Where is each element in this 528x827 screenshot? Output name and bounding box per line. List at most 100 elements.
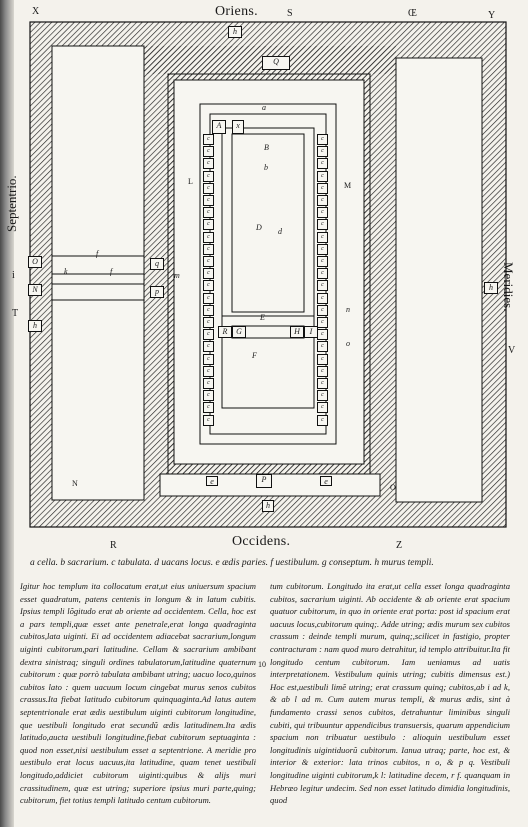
- marker-g: G: [232, 326, 246, 338]
- corner-label-top-right: Y: [488, 10, 496, 21]
- tabulatum-cell: c: [317, 414, 328, 426]
- tabulatum-cell: c: [317, 231, 328, 243]
- tabulatum-cell: c: [203, 341, 214, 353]
- marker-q-top: Q: [262, 56, 290, 70]
- tabulatum-cell: c: [317, 207, 328, 219]
- tabulatum-cell: c: [203, 146, 214, 158]
- tabulatum-cell: c: [317, 195, 328, 206]
- side-right-mark: V: [508, 345, 516, 356]
- tabulatum-cell: c: [203, 292, 214, 304]
- label-B: B: [264, 143, 269, 152]
- tabulatum-cell: c: [203, 304, 214, 316]
- label-M: M: [344, 181, 352, 190]
- text-column-right: tum cubitorum. Longitudo ita erat,ut cel…: [270, 580, 510, 825]
- marker-r: R: [218, 326, 232, 338]
- tabulatum-cell: c: [203, 243, 214, 255]
- label-F: F: [252, 351, 257, 360]
- tabulatum-cell: c: [317, 365, 328, 377]
- corner-label-bottom-right: Z: [396, 540, 403, 551]
- label-O-right: O: [390, 483, 396, 492]
- marker-i-inner: I: [304, 326, 318, 338]
- tabulatum-cell: c: [203, 158, 214, 170]
- marker-o-left: O: [28, 256, 42, 268]
- tabulatum-cell: c: [317, 317, 328, 328]
- label-E: E: [260, 313, 265, 322]
- marker-h-inner: H: [290, 326, 304, 338]
- corner-label-top-mid: S: [287, 8, 293, 19]
- tabulatum-cell: c: [317, 268, 328, 280]
- marker-p-bottom: P: [256, 474, 272, 488]
- page-binding-edge: [0, 0, 14, 827]
- figure-legend: a cella. b sacrarium. c tabulata. d uaca…: [30, 558, 434, 568]
- tabulatum-cell: c: [317, 329, 328, 341]
- tabulatum-cell: c: [317, 292, 328, 304]
- marker-h-right: h: [484, 282, 498, 294]
- marker-p-small: p: [150, 286, 164, 298]
- marker-x-inner: x: [232, 120, 244, 134]
- label-f1: f: [96, 249, 99, 258]
- tabulatum-cell: c: [203, 134, 214, 145]
- tabulatum-cell: c: [317, 243, 328, 255]
- tabulatum-cell: c: [203, 317, 214, 328]
- tabulatum-cell: c: [203, 231, 214, 243]
- paragraph-left: Igitur hoc templum ita collocatum erat,u…: [20, 581, 256, 806]
- tabulatum-cell: c: [317, 280, 328, 292]
- tabulatum-cell: c: [203, 329, 214, 341]
- folio-mark: 10: [258, 660, 266, 669]
- tabulatum-cell: c: [317, 378, 328, 389]
- label-D: D: [256, 223, 262, 232]
- tabulatum-cell: c: [317, 341, 328, 353]
- tabulatum-cell: c: [317, 219, 328, 231]
- tabulatum-cell: c: [203, 280, 214, 292]
- side-left-mark2: i: [12, 270, 15, 281]
- label-k: k: [64, 267, 68, 276]
- tabulatum-cell: c: [317, 304, 328, 316]
- label-n: n: [346, 305, 350, 314]
- label-o: o: [346, 339, 350, 348]
- tabulatum-cell: c: [203, 207, 214, 219]
- tabulatum-cell: c: [317, 390, 328, 402]
- label-b: b: [264, 163, 268, 172]
- heading-occidens: Occidens.: [232, 534, 291, 549]
- heading-oriens: Oriens.: [215, 4, 258, 19]
- label-L: L: [188, 177, 193, 186]
- temple-plan: [29, 21, 507, 528]
- label-d: d: [278, 227, 282, 236]
- marker-a-inner: A: [212, 120, 226, 134]
- tabulatum-cell: c: [203, 353, 214, 365]
- tabulatum-cell: c: [203, 256, 214, 267]
- tabulatum-cell: c: [317, 182, 328, 194]
- tabulatum-cell: c: [317, 134, 328, 145]
- tabulatum-cell: c: [203, 195, 214, 206]
- text-column-left: Igitur hoc templum ita collocatum erat,u…: [20, 580, 256, 825]
- tabulatum-cell: c: [317, 170, 328, 182]
- side-left-mark: T: [12, 308, 19, 319]
- tabulatum-cell: c: [203, 414, 214, 426]
- marker-e-bottom: e: [206, 476, 218, 486]
- marker-e-bottom2: e: [320, 476, 332, 486]
- paragraph-right: tum cubitorum. Longitudo ita erat,ut cel…: [270, 581, 510, 806]
- marker-h-left: h: [28, 320, 42, 332]
- tabulatum-cell: c: [203, 402, 214, 414]
- corner-label-top-r1: Œ: [408, 8, 417, 19]
- tabulatum-cell: c: [317, 402, 328, 414]
- tabulatum-cell: c: [203, 390, 214, 402]
- corner-label-top-left: X: [32, 6, 40, 17]
- tabulatum-cell: c: [203, 268, 214, 280]
- corner-label-bottom-mid: R: [110, 540, 117, 551]
- marker-h-bottom: h: [262, 500, 274, 512]
- tabulatum-cell: c: [203, 378, 214, 389]
- tabulatum-cell: c: [203, 219, 214, 231]
- tabulatum-cell: c: [203, 365, 214, 377]
- tabulatum-cell: c: [317, 146, 328, 158]
- tabulatum-cell: c: [203, 170, 214, 182]
- tabulatum-cell: c: [203, 182, 214, 194]
- marker-n-small: N: [28, 284, 42, 296]
- label-a: a: [262, 103, 266, 112]
- tabulatum-cell: c: [317, 353, 328, 365]
- label-N: N: [72, 479, 78, 488]
- label-m: m: [174, 271, 180, 280]
- tabulatum-cell: c: [317, 158, 328, 170]
- label-f2: f: [110, 267, 113, 276]
- marker-h-top: h: [228, 26, 242, 38]
